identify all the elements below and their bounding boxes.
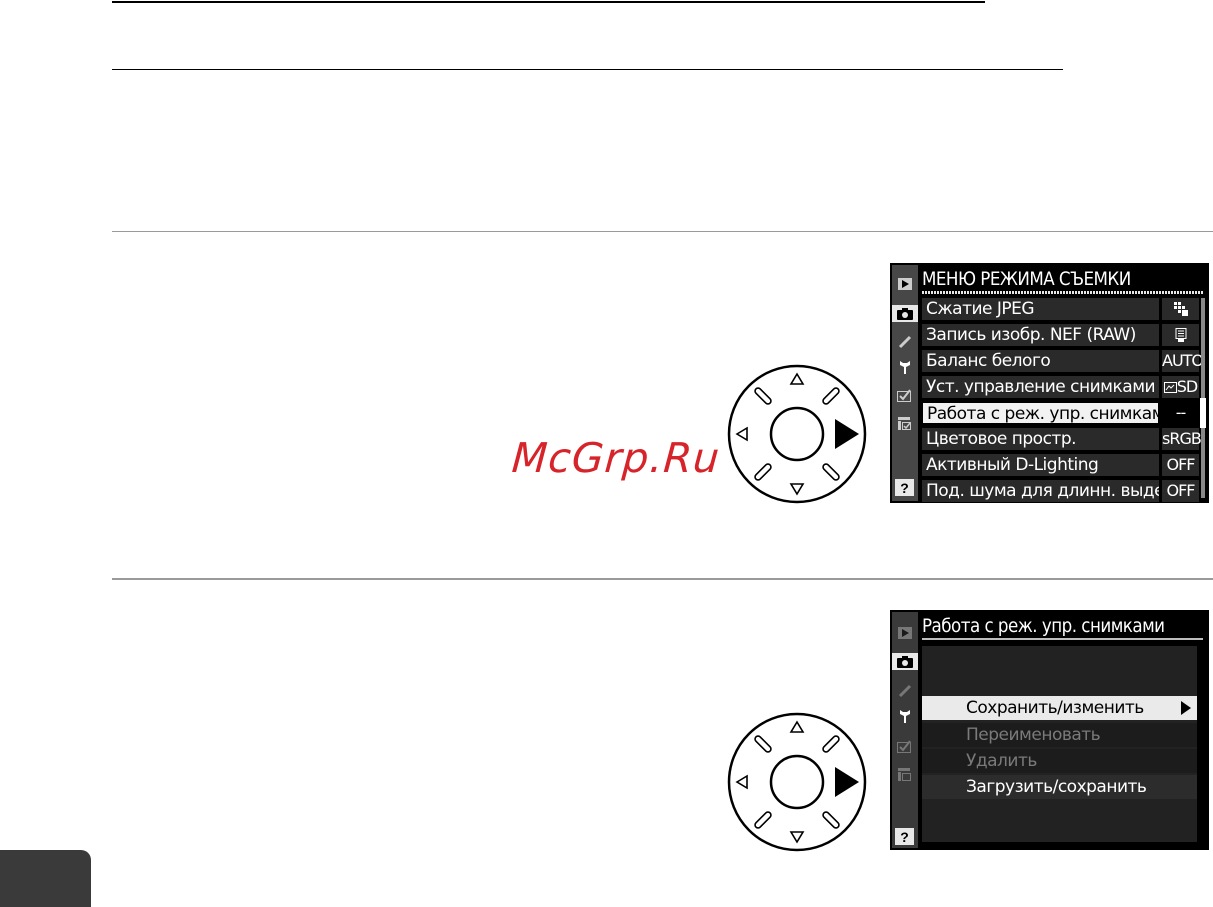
option-rename[interactable]: Переименовать — [922, 723, 1197, 747]
my-menu-icon[interactable] — [895, 415, 914, 432]
option-save-edit[interactable]: Сохранить/изменить — [922, 696, 1197, 720]
menu-item-white-balance[interactable]: Баланс белого AUTO — [922, 350, 1204, 372]
multi-selector-right-icon — [727, 712, 867, 852]
title-underline — [922, 291, 1203, 294]
submenu-title: Работа с реж. упр. снимками — [922, 615, 1165, 637]
my-menu-icon — [895, 766, 914, 783]
menu-item-color-space[interactable]: Цветовое простр. sRGB — [922, 428, 1202, 450]
playback-icon — [895, 624, 914, 641]
camera-icon — [892, 653, 918, 670]
camera-icon[interactable] — [892, 305, 918, 322]
menu-item-jpeg-compression[interactable]: Сжатие JPEG — [922, 298, 1199, 320]
option-delete[interactable]: Удалить — [922, 749, 1197, 773]
menu-item-long-exposure-nr[interactable]: Под. шума для длинн. выдер. OFF — [922, 480, 1199, 502]
watermark: McGrp.Ru — [510, 434, 722, 482]
menu-title: МЕНЮ РЕЖИМА СЪЕМКИ — [922, 268, 1131, 290]
pencil-icon[interactable] — [895, 333, 914, 350]
wrench-icon — [895, 708, 914, 725]
menu-item-manage-picture-control[interactable]: Работа с реж. упр. снимками -- — [922, 402, 1199, 424]
scrollbar-thumb[interactable] — [1200, 398, 1206, 428]
manage-picture-control-screen: ? Работа с реж. упр. снимками Сохранить/… — [890, 610, 1209, 850]
menu-item-active-d-lighting[interactable]: Активный D-Lighting OFF — [922, 454, 1199, 476]
section-divider-2 — [112, 578, 1213, 580]
help-icon[interactable]: ? — [895, 828, 914, 845]
multi-selector-right-icon — [727, 364, 867, 504]
shooting-menu-screen: ? МЕНЮ РЕЖИМА СЪЕМКИ Сжатие JPEG Запись … — [890, 263, 1209, 503]
pencil-icon — [895, 682, 914, 699]
menu-tabs: ? — [892, 265, 918, 501]
nef-raw-icon — [1162, 324, 1199, 346]
menu-tabs: ? — [892, 612, 918, 848]
picture-control-icon — [1163, 381, 1177, 393]
jpeg-compression-icon — [1162, 298, 1199, 320]
wrench-icon[interactable] — [895, 359, 914, 376]
menu-item-nef-raw-recording[interactable]: Запись изобр. NEF (RAW) — [922, 324, 1199, 346]
arrow-right-icon — [1181, 701, 1191, 715]
playback-icon[interactable] — [895, 275, 914, 292]
retouch-icon — [895, 738, 914, 755]
picture-control-value: SD — [1176, 377, 1199, 396]
top-rule — [112, 1, 985, 3]
title-underline — [922, 638, 1203, 640]
retouch-icon[interactable] — [895, 387, 914, 404]
menu-item-set-picture-control[interactable]: Уст. управление снимками SD — [922, 376, 1199, 398]
section-divider-1 — [112, 231, 1213, 232]
option-load-save[interactable]: Загрузить/сохранить — [922, 775, 1197, 799]
chapter-side-tab — [0, 850, 91, 907]
help-icon[interactable]: ? — [895, 479, 914, 496]
header-rule — [112, 69, 1063, 70]
